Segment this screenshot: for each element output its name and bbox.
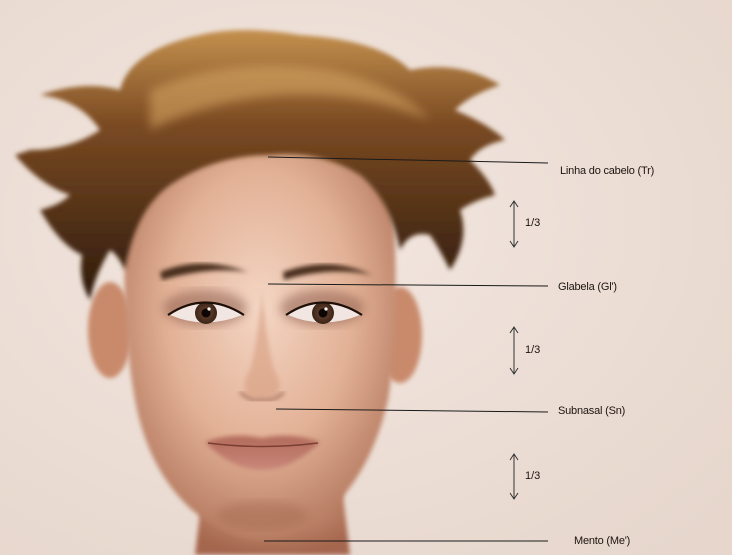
proportion-lower-label: 1/3 bbox=[525, 470, 540, 482]
label-glabella: Glabela (Gl') bbox=[558, 281, 617, 293]
label-menton: Mento (Me') bbox=[574, 535, 630, 547]
label-subnasal: Subnasal (Sn) bbox=[558, 405, 625, 417]
proportion-upper-label: 1/3 bbox=[525, 217, 540, 229]
label-trichion: Linha do cabelo (Tr) bbox=[560, 165, 654, 177]
proportion-middle-label: 1/3 bbox=[525, 344, 540, 356]
chin-shadow bbox=[217, 501, 307, 529]
